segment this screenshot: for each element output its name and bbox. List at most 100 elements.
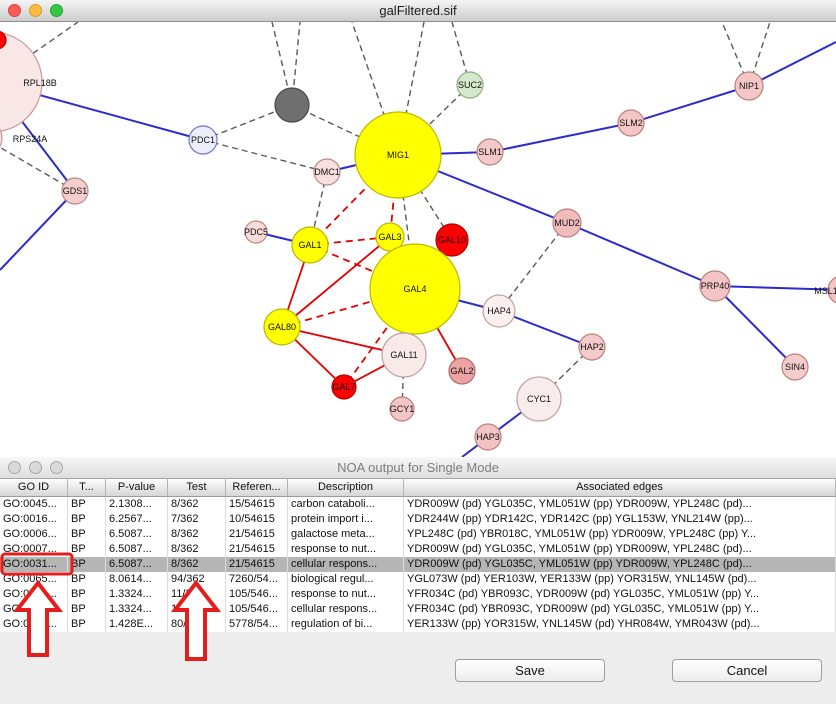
cell-type: BP (68, 557, 106, 572)
node-REDCORNER[interactable] (0, 30, 7, 50)
edge-SLM1-SLM2[interactable] (489, 122, 632, 153)
node-DMC1[interactable] (313, 158, 341, 186)
cell-type: BP (68, 512, 106, 527)
node-GDS1[interactable] (61, 177, 89, 205)
node-MUD2[interactable] (552, 208, 582, 238)
node-CYC1[interactable] (516, 376, 562, 422)
node-PRP40[interactable] (699, 270, 731, 302)
node-SIN4[interactable] (781, 353, 809, 381)
cell-p_value: 1.3324... (106, 602, 168, 617)
edge-PRP40-SIN4[interactable] (714, 285, 796, 368)
close-button-inactive[interactable] (8, 461, 21, 474)
node-GAL10[interactable] (435, 223, 469, 257)
edge-HAP4-HAP2[interactable] (498, 310, 593, 348)
node-GAL7[interactable] (331, 374, 357, 400)
node-MIG1[interactable] (354, 111, 442, 199)
cell-p_value: 6.5087... (106, 542, 168, 557)
node-PDC1[interactable] (188, 125, 218, 155)
edge-SLM2-NIP1[interactable] (630, 85, 750, 124)
cell-description: response to nut... (288, 587, 404, 602)
cancel-button[interactable]: Cancel (672, 659, 822, 682)
node-GRAY[interactable] (274, 87, 310, 123)
network-window-titlebar[interactable]: galFiltered.sif (0, 0, 836, 22)
node-GAL80[interactable] (263, 308, 301, 346)
cell-description: response to nut... (288, 542, 404, 557)
cell-go_id: GO:0007... (0, 542, 68, 557)
zoom-button[interactable] (50, 4, 63, 17)
node-GCY1[interactable] (389, 396, 415, 422)
node-RPL18B[interactable] (0, 32, 43, 132)
edge-PDC1-GRAY[interactable] (202, 104, 293, 141)
column-header-go_id[interactable]: GO ID (0, 479, 68, 496)
node-GAL2[interactable] (448, 357, 476, 385)
column-header-p_value[interactable]: P-value (106, 479, 168, 496)
node-HAP3[interactable] (474, 423, 502, 451)
cell-description: carbon cataboli... (288, 497, 404, 512)
cell-type: BP (68, 617, 106, 632)
cell-description: galactose meta... (288, 527, 404, 542)
edge-NIP1-stub[interactable] (748, 41, 836, 87)
node-RPS24A[interactable] (0, 120, 3, 156)
cell-go_id: GO:0065... (0, 572, 68, 587)
edge-GDS1-stub[interactable] (0, 190, 76, 271)
save-button[interactable]: Save (455, 659, 605, 682)
edge-MUD2-HAP4[interactable] (498, 222, 568, 312)
node-HAP4[interactable] (482, 294, 516, 328)
node-PDC5[interactable] (244, 220, 268, 244)
column-header-associated_edges[interactable]: Associated edges (404, 479, 836, 496)
node-GAL4[interactable] (369, 243, 461, 335)
cell-associated_edges: YDR244W (pp) YDR142C, YDR142C (pp) YGL15… (404, 512, 836, 527)
cell-type: BP (68, 542, 106, 557)
cell-description: regulation of bi... (288, 617, 404, 632)
column-header-test[interactable]: Test (168, 479, 226, 496)
minimize-button[interactable] (29, 4, 42, 17)
zoom-button-inactive[interactable] (50, 461, 63, 474)
network-graph[interactable]: RPL18BRPS24AGDS1PDC1MIG1SUC2SLM1SLM2NIP1… (0, 22, 836, 457)
cell-test: 11/362 (168, 587, 226, 602)
cell-test: 8/362 (168, 542, 226, 557)
noa-window-titlebar[interactable]: NOA output for Single Mode (0, 457, 836, 479)
node-SUC2[interactable] (456, 71, 484, 99)
network-window-title: galFiltered.sif (379, 3, 457, 18)
cell-reference: 105/546... (226, 587, 288, 602)
edge-PDC1-DMC1[interactable] (202, 139, 328, 173)
close-button[interactable] (8, 4, 21, 17)
cell-test: 7/362 (168, 512, 226, 527)
node-SLM1[interactable] (476, 138, 504, 166)
edge-GAL1-GAL4[interactable] (309, 244, 416, 290)
node-HAP2[interactable] (578, 333, 606, 361)
node-GAL1[interactable] (291, 226, 329, 264)
node-NIP1[interactable] (734, 71, 764, 101)
edge-GAL3-GAL80[interactable] (281, 236, 391, 328)
column-header-reference[interactable]: Referen... (226, 479, 288, 496)
node-SLM2[interactable] (617, 109, 645, 137)
edge-GAL4-GAL7[interactable] (343, 288, 416, 388)
column-header-type[interactable]: T... (68, 479, 106, 496)
column-header-description[interactable]: Description (288, 479, 404, 496)
node-MSL1[interactable] (827, 276, 836, 304)
edge-RPL18B-stub[interactable] (0, 22, 79, 82)
minimize-button-inactive[interactable] (29, 461, 42, 474)
edge-MIG1-GAL10[interactable] (397, 154, 453, 241)
cell-associated_edges: YDR009W (pd) YGL035C, YML051W (pp) YDR00… (404, 497, 836, 512)
node-GAL11[interactable] (381, 332, 427, 378)
edge-MIG1-GAL1[interactable] (309, 154, 399, 246)
edge-MUD2-PRP40[interactable] (566, 222, 716, 287)
cell-type: BP (68, 527, 106, 542)
cell-reference: 105/546... (226, 602, 288, 617)
edge-PRP40-MSL1[interactable] (714, 285, 836, 291)
edge-RPS24A-GDS1[interactable] (0, 138, 76, 192)
cell-p_value: 6.5087... (106, 557, 168, 572)
